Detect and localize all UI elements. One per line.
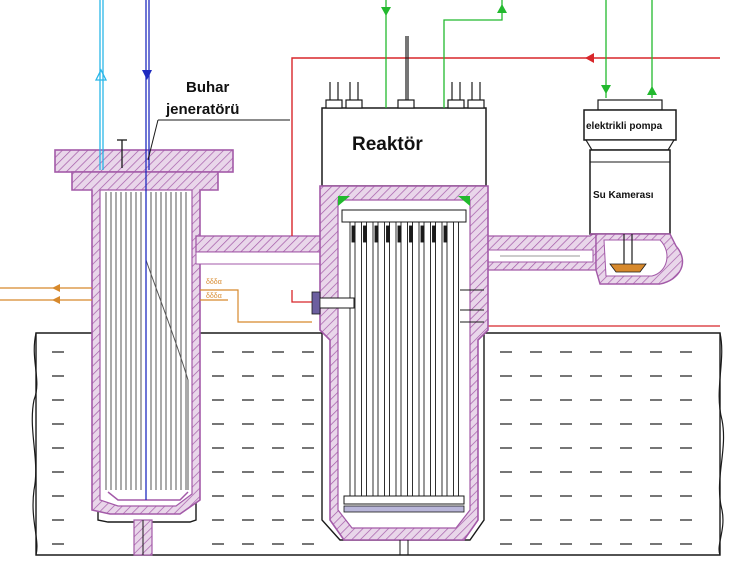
label-small-tag-2: δδδα	[206, 293, 222, 300]
primary-red-line	[291, 53, 720, 327]
arrow-up-icon	[94, 68, 108, 81]
rod-cap	[409, 225, 413, 243]
label-reactor: Reaktör	[352, 134, 423, 155]
label-small-tag-1: δδδα	[206, 279, 222, 286]
label-water-chamber: Su Kamerası	[593, 190, 654, 201]
label-pump: elektrikli pompa	[586, 121, 663, 132]
rod-cap	[397, 225, 402, 243]
fuel-rod	[430, 221, 436, 497]
steam-generator	[54, 149, 234, 556]
reactor	[311, 36, 489, 555]
fuel-rod	[361, 221, 367, 497]
fuel-rod	[372, 221, 379, 497]
arrow-up-icon	[647, 86, 657, 95]
fuel-rod	[453, 221, 459, 497]
fuel-rod	[395, 221, 402, 497]
ground-pool	[31, 332, 725, 556]
fuel-rod	[349, 221, 356, 497]
rod-cap	[420, 225, 425, 243]
rod-cap	[374, 225, 379, 243]
cooling-lines	[381, 0, 657, 108]
arrow-left-icon	[585, 53, 594, 63]
primary-pipes	[195, 230, 597, 271]
rod-cap	[363, 225, 367, 243]
arrow-up-icon	[497, 4, 507, 13]
rod-cap	[443, 225, 448, 243]
feedwater-inlet-line	[117, 0, 152, 500]
rod-cap	[351, 225, 356, 243]
arrow-down-icon	[142, 70, 152, 80]
fuel-rod	[441, 221, 448, 497]
arrow-down-icon	[601, 85, 611, 94]
pump-assembly	[583, 99, 684, 285]
rod-cap	[432, 225, 436, 243]
arrow-left-icon	[52, 284, 60, 292]
label-leader-arm	[147, 119, 159, 161]
steam-outlet-line	[94, 0, 108, 170]
arrow-down-icon	[381, 7, 391, 16]
secondary-lines	[0, 284, 312, 323]
fuel-rod	[407, 221, 413, 497]
fuel-rod	[384, 221, 390, 497]
label-steam-generator-1: Buhar	[186, 79, 230, 96]
rod-cap	[386, 225, 390, 243]
fuel-rod	[418, 221, 425, 497]
arrow-left-icon	[52, 296, 60, 304]
label-steam-generator-2: jeneratörü	[165, 101, 239, 118]
